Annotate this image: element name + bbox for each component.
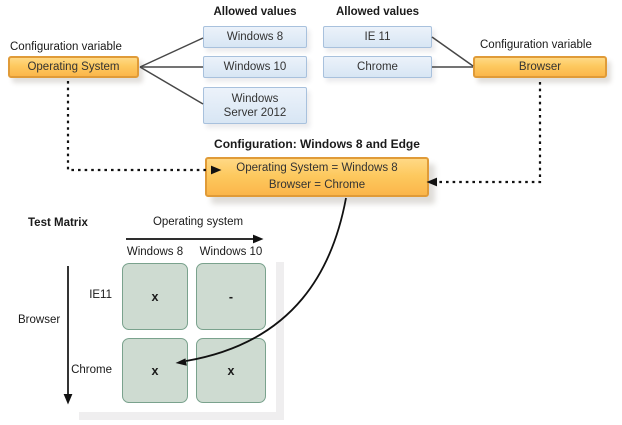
allowed-values-heading-left: Allowed values xyxy=(213,6,297,18)
operating-system-box: Operating System xyxy=(8,56,139,78)
matrix-cell-chrome-windows10: x xyxy=(196,338,266,403)
configuration-heading: Configuration: Windows 8 and Edge xyxy=(214,137,420,151)
row-label-ie11: IE11 xyxy=(89,289,112,301)
left-fan-lines xyxy=(139,37,204,105)
value-box-windows-10: Windows 10 xyxy=(203,56,307,78)
matrix-cell-ie11-windows8: x xyxy=(122,263,188,330)
row-label-chrome: Chrome xyxy=(71,364,112,376)
value-box-windows-server-2012: Windows Server 2012 xyxy=(203,87,307,124)
x-axis-arrow xyxy=(126,234,264,244)
dotted-arrow-left xyxy=(66,81,222,175)
browser-box: Browser xyxy=(473,56,607,78)
dotted-arrow-right xyxy=(426,82,542,187)
arrowhead-xaxis-icon xyxy=(253,234,264,244)
allowed-values-heading-right: Allowed values xyxy=(335,6,420,18)
configuration-box: Operating System = Windows 8 Browser = C… xyxy=(205,157,429,197)
matrix-cell-ie11-windows10: - xyxy=(196,263,266,330)
col-header-windows-8: Windows 8 xyxy=(126,246,184,258)
value-box-ie11: IE 11 xyxy=(323,26,432,48)
test-matrix-title: Test Matrix xyxy=(28,217,88,229)
config-variable-label-left: Configuration variable xyxy=(10,41,122,53)
config-line-browser: Browser = Chrome xyxy=(268,179,366,191)
config-variable-label-right: Configuration variable xyxy=(480,39,592,51)
value-box-windows-8: Windows 8 xyxy=(203,26,307,48)
y-axis-label: Browser xyxy=(18,314,61,326)
right-fan-lines xyxy=(431,36,474,68)
col-header-windows-10: Windows 10 xyxy=(199,246,263,258)
value-box-chrome: Chrome xyxy=(323,56,432,78)
x-axis-label: Operating system xyxy=(152,216,244,228)
config-line-os: Operating System = Windows 8 xyxy=(236,162,398,174)
matrix-cell-chrome-windows8: x xyxy=(122,338,188,403)
